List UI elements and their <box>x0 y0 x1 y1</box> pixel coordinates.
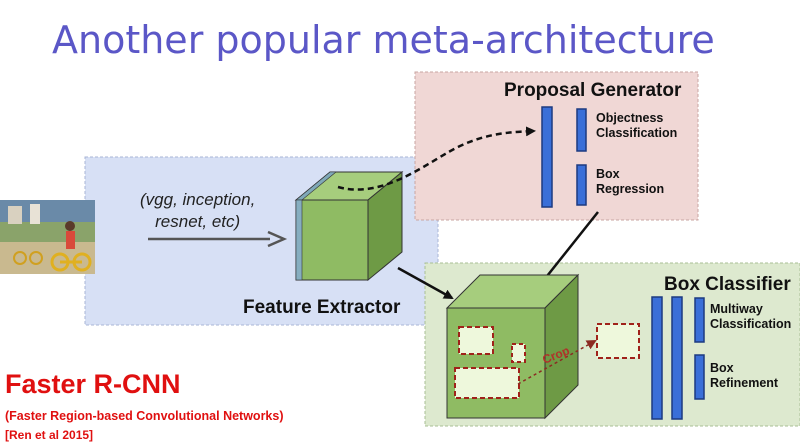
multiway-classification-layer <box>694 297 705 343</box>
box-refinement-line-1: Box <box>710 361 734 375</box>
objectness-line-1: Objectness <box>596 111 664 125</box>
box-regression-line-1: Box <box>596 167 620 181</box>
region-box <box>454 367 520 399</box>
proposal-generator-label: Proposal Generator <box>504 80 682 101</box>
box-refinement-line-2: Refinement <box>710 376 779 390</box>
cropped-region <box>596 323 640 359</box>
region-box <box>458 326 494 355</box>
proposal-shared-layer <box>541 106 553 208</box>
box-regression-layer <box>576 164 587 206</box>
box-refinement-layer <box>694 354 705 400</box>
backbone-arrow <box>148 230 288 248</box>
backbones-text: (vgg, inception, resnet, etc) <box>140 189 255 233</box>
box-regression-line-2: Regression <box>596 182 665 196</box>
objectness-classification-label: Objectness Classification <box>596 111 677 141</box>
box-classifier-label: Box Classifier <box>664 274 791 295</box>
feature-extractor-label: Feature Extractor <box>243 297 401 318</box>
multiway-line-1: Multiway <box>710 302 763 316</box>
classifier-fc-layer-1 <box>651 296 663 420</box>
method-name: Faster R-CNN <box>5 369 181 399</box>
proposal-flow-arrow <box>337 126 536 191</box>
multiway-line-2: Classification <box>710 317 792 331</box>
slide-title: Another popular meta-architecture <box>52 18 715 62</box>
box-regression-label: Box Regression <box>596 167 664 197</box>
feature-map-cube <box>294 170 404 282</box>
region-box <box>511 343 526 363</box>
backbones-line-2: resnet, etc) <box>155 212 241 231</box>
classifier-cube <box>445 273 580 420</box>
citation: [Ren et al 2015] <box>5 428 94 442</box>
method-full-name: (Faster Region-based Convolutional Netwo… <box>5 409 284 423</box>
backbones-line-1: (vgg, inception, <box>140 190 256 209</box>
input-image <box>0 200 95 274</box>
multiway-classification-label: Multiway Classification <box>710 302 791 332</box>
classifier-fc-layer-2 <box>671 296 683 420</box>
box-refinement-label: Box Refinement <box>710 361 778 391</box>
crop-arrow <box>517 340 597 385</box>
features-to-classifier-arrow <box>397 266 454 300</box>
objectness-layer <box>576 108 587 152</box>
objectness-line-2: Classification <box>596 126 678 140</box>
